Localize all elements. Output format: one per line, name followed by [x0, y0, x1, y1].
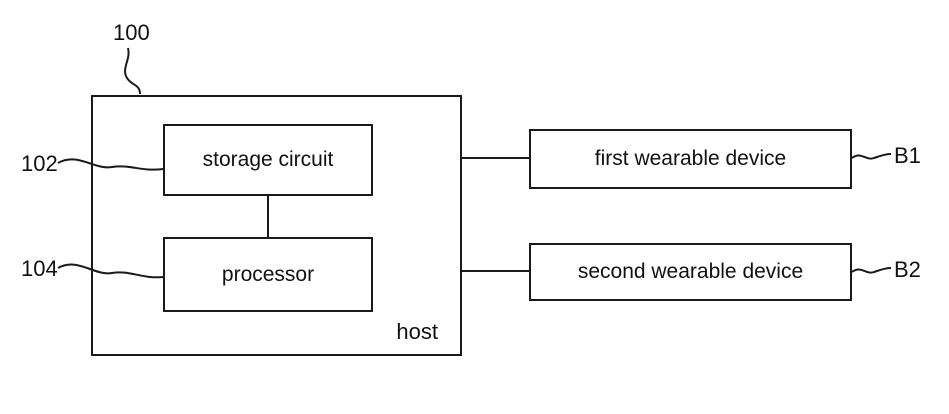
- second-wearable-device-box: second wearable device: [529, 243, 852, 301]
- first-wearable-device-box: first wearable device: [529, 129, 852, 189]
- leader-line-104: [57, 263, 164, 279]
- processor-label: processor: [221, 262, 315, 286]
- ref-label-100: 100: [113, 20, 150, 45]
- ref-label-b1: B1: [894, 143, 921, 168]
- ref-label-104: 104: [21, 256, 58, 281]
- leader-line-100: [124, 47, 141, 95]
- leader-line-b1: [851, 153, 892, 160]
- leader-line-102: [57, 158, 164, 171]
- storage-circuit-label: storage circuit: [202, 148, 334, 171]
- host-box: host: [91, 95, 462, 356]
- second-wearable-device-label: second wearable device: [577, 260, 804, 283]
- leader-line-b2: [851, 267, 892, 274]
- processor-box: processor: [163, 237, 373, 312]
- first-wearable-device-label: first wearable device: [594, 147, 787, 170]
- host-box-label: host: [396, 319, 438, 344]
- storage-circuit-box: storage circuit: [163, 124, 373, 196]
- ref-label-b2: B2: [894, 257, 921, 282]
- ref-label-102: 102: [21, 151, 58, 176]
